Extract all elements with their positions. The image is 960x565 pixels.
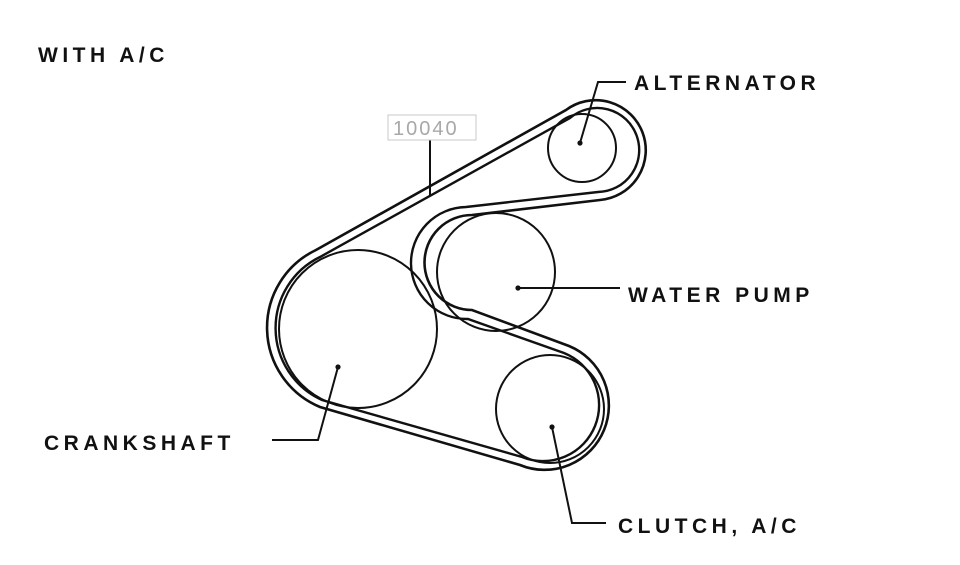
crankshaft-pulley <box>278 249 438 409</box>
clutch-ac-label: CLUTCH, A/C <box>618 515 801 538</box>
alternator-leader-line <box>579 81 626 144</box>
water-pump-pulley <box>436 212 556 332</box>
water-pump-label: WATER PUMP <box>628 284 814 307</box>
alternator-pulley <box>547 113 617 183</box>
crankshaft-label: CRANKSHAFT <box>44 432 235 455</box>
part-number-box <box>387 114 477 141</box>
alternator-label: ALTERNATOR <box>634 72 820 95</box>
part-number-label: 10040 <box>393 118 459 140</box>
clutch-ac-leader-line <box>551 426 606 524</box>
drive-belt-inner <box>274 106 641 463</box>
clutch-ac-pulley <box>495 354 605 464</box>
crankshaft-leader-line <box>272 366 339 441</box>
drive-belt-outer <box>265 98 648 472</box>
diagram-title: WITH A/C <box>38 44 169 67</box>
